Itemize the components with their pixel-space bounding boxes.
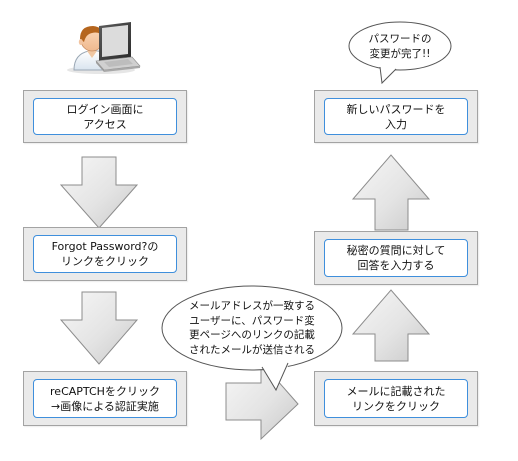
step-click-forgot-password: Forgot Password?の リンクをクリック <box>23 227 187 281</box>
step-label-line: ログイン画面に <box>66 102 144 116</box>
down-arrow-icon <box>59 291 139 365</box>
step-label-line: →画像による認証実施 <box>51 399 159 413</box>
callout-line: されたメールが送信される <box>189 343 315 356</box>
step-recaptcha-auth-inner: reCAPTCHをクリック →画像による認証実施 <box>33 379 177 418</box>
done-callout-text: パスワードの 変更が完了!! <box>352 32 448 61</box>
step-label-line: reCAPTCHをクリック <box>50 384 160 398</box>
email-sent-callout-bubble <box>161 285 343 392</box>
step-click-email-link: メールに記載された リンクをクリック <box>314 371 478 426</box>
person-at-laptop-icon <box>67 22 141 74</box>
step-label-line: リンクをクリック <box>352 399 440 413</box>
step-enter-new-password: 新しいパスワードを 入力 <box>314 90 478 143</box>
step-label-line: リンクをクリック <box>60 255 149 268</box>
step-label-line: 回答を入力する <box>357 259 435 272</box>
step-label-line: 新しいパスワードを <box>346 102 446 116</box>
step-click-forgot-password-inner: Forgot Password?の リンクをクリック <box>33 235 177 273</box>
callout-line: 更ページへのリンクの記載 <box>189 329 315 341</box>
callout-line: 変更が完了!! <box>369 47 431 60</box>
callout-line: パスワードの <box>368 33 432 45</box>
step-label-line: アクセス <box>83 117 127 131</box>
up-arrow-icon <box>351 154 431 231</box>
step-answer-secret-question-inner: 秘密の質問に対して 回答を入力する <box>324 239 468 277</box>
down-arrow-icon <box>59 156 139 229</box>
step-click-email-link-inner: メールに記載された リンクをクリック <box>324 379 468 418</box>
done-callout-bubble <box>348 21 452 85</box>
step-label-line: Forgot Password?の <box>51 240 159 253</box>
step-label-line: 秘密の質問に対して <box>346 244 446 257</box>
right-arrow-icon <box>225 360 299 441</box>
up-arrow-icon <box>351 289 431 362</box>
callout-line: メールアドレスが一致する <box>189 300 315 312</box>
step-label-line: 入力 <box>385 117 407 131</box>
step-access-login-screen: ログイン画面に アクセス <box>23 90 187 143</box>
step-enter-new-password-inner: 新しいパスワードを 入力 <box>324 98 468 135</box>
step-answer-secret-question: 秘密の質問に対して 回答を入力する <box>314 231 478 285</box>
step-recaptcha-auth: reCAPTCHをクリック →画像による認証実施 <box>23 371 187 426</box>
callout-line: ユーザーに、パスワード変 <box>189 314 315 327</box>
step-access-login-screen-inner: ログイン画面に アクセス <box>33 98 177 135</box>
step-label-line: メールに記載された <box>346 384 446 398</box>
email-sent-callout-text: メールアドレスが一致する ユーザーに、パスワード変 更ページへのリンクの記載 さ… <box>166 299 338 357</box>
